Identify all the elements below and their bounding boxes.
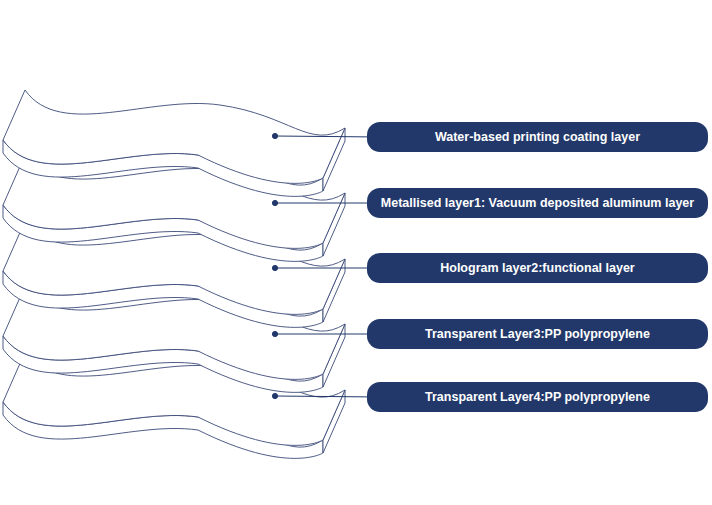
layer-label: Metallised layer1: Vacuum deposited alum… [381,197,694,210]
label-pill: Transparent Layer4:PP polypropylene [367,382,708,412]
layer-label: Transparent Layer3:PP polypropylene [425,328,650,341]
label-pill: Transparent Layer3:PP polypropylene [367,319,708,349]
layer-label: Hologram layer2:functional layer [440,262,635,275]
label-pill: Metallised layer1: Vacuum deposited alum… [367,188,708,218]
label-pill: Water-based printing coating layer [367,122,708,152]
label-pill: Hologram layer2:functional layer [367,253,708,283]
layer-label: Water-based printing coating layer [435,131,640,144]
layer-label: Transparent Layer4:PP polypropylene [425,391,650,404]
